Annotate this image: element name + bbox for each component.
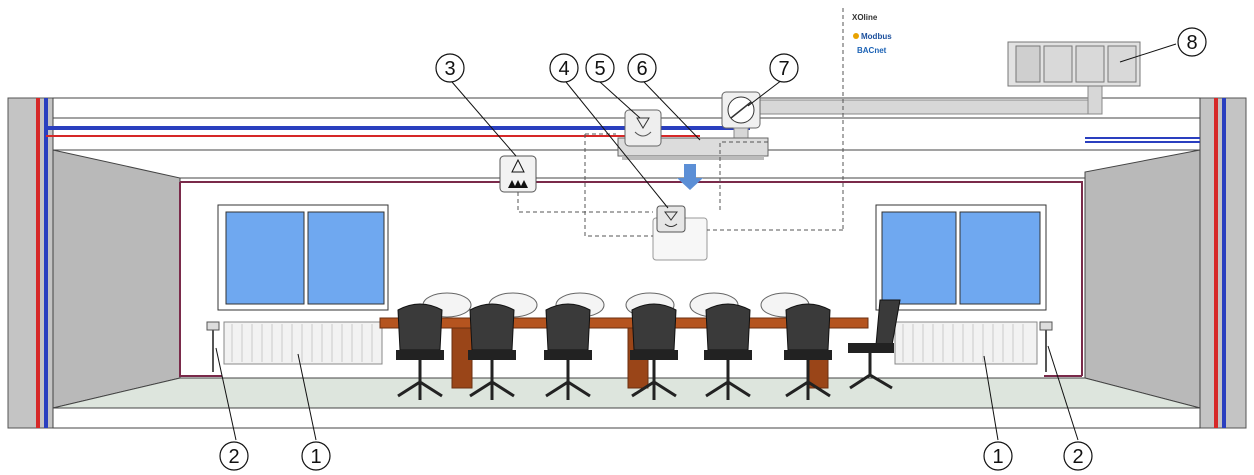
- left-side-wall: [53, 150, 180, 408]
- callout-6: 6: [636, 58, 647, 80]
- window-left: [218, 205, 388, 310]
- air-handling-unit: [1008, 42, 1140, 86]
- protocol-logos: XOline Modbus BACnet: [852, 13, 892, 55]
- callout-3: 3: [444, 58, 455, 80]
- valve-actuator-icon: [625, 110, 661, 146]
- window-right: [876, 205, 1046, 310]
- right-side-wall: [1085, 150, 1200, 408]
- floor-slab: [53, 408, 1200, 428]
- xoline-label: XOline: [852, 13, 878, 22]
- floor: [53, 378, 1200, 408]
- callout-2-right: 2: [1072, 446, 1083, 468]
- callout-1-left: 1: [310, 446, 321, 468]
- modbus-label: Modbus: [861, 32, 892, 41]
- callout-5: 5: [594, 58, 605, 80]
- callout-2-left: 2: [228, 446, 239, 468]
- supply-air-duct: [760, 86, 1102, 114]
- callout-7: 7: [778, 58, 789, 80]
- modbus-logo-icon: [853, 33, 859, 39]
- radiator-right: [895, 322, 1037, 364]
- radiator-left: [224, 322, 382, 364]
- callout-1-right: 1: [992, 446, 1003, 468]
- callout-8: 8: [1186, 32, 1197, 54]
- callout-4: 4: [558, 58, 569, 80]
- co2-sensor-icon: [500, 156, 536, 192]
- bacnet-label: BACnet: [857, 46, 887, 55]
